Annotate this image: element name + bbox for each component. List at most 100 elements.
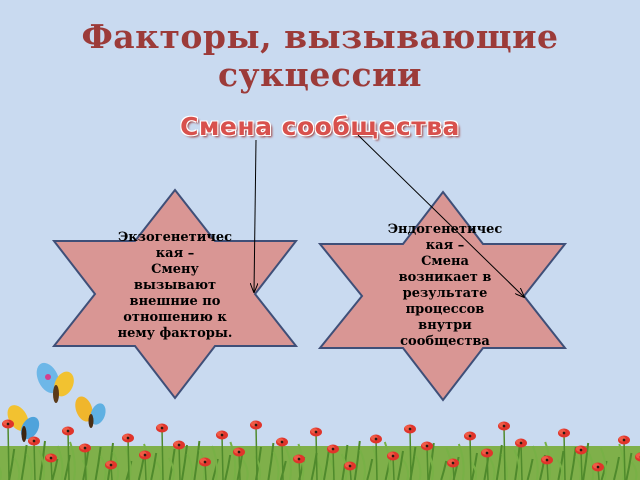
title-line-1: Факторы, вызывающие — [81, 17, 559, 56]
left-star-line: отношению к — [123, 310, 227, 325]
left-star-line: внешние по — [129, 294, 221, 309]
poppy-flower — [558, 428, 570, 480]
grass-blade — [51, 458, 59, 480]
poppy-flower — [105, 460, 117, 480]
right-star-line: сообщества — [400, 334, 490, 349]
right-star-line: результате — [402, 286, 488, 301]
grass-blade — [501, 453, 508, 480]
grass-blade — [427, 451, 434, 480]
poppy-flower — [173, 440, 185, 480]
grass-blade — [470, 461, 478, 480]
grass-blade — [241, 459, 249, 480]
grass-blade — [99, 455, 107, 480]
poppy-flower — [2, 419, 14, 480]
grass-blade — [402, 459, 410, 480]
grass-blade — [69, 441, 76, 480]
grass-blade — [495, 444, 503, 480]
poppy-flower — [28, 436, 40, 480]
grass-blade — [366, 458, 374, 480]
grass-blade — [618, 443, 626, 480]
grass-blade — [0, 466, 2, 480]
poppy-flower — [250, 420, 262, 480]
poppy-flower — [199, 457, 211, 480]
grass-blade — [272, 451, 280, 480]
grass-blade — [186, 453, 194, 480]
grass-blade — [229, 441, 237, 480]
grass-blade — [181, 444, 188, 480]
poppy-flower — [327, 444, 339, 480]
grass-blade — [556, 459, 564, 480]
grass-blade — [513, 449, 521, 480]
right-star-line: возникает в — [398, 270, 492, 285]
grass-blade — [600, 460, 608, 480]
poppy-flower — [216, 430, 228, 480]
poppy-flower — [122, 433, 134, 480]
grass-blade — [167, 457, 175, 480]
arrow-to-left-star — [254, 139, 256, 292]
poppy-flower — [344, 461, 356, 480]
left-star-text: Экзогенетичес кая – Смену вызывают внешн… — [95, 230, 255, 342]
grass-blade — [383, 441, 391, 480]
grass-blade — [414, 455, 422, 480]
poppy-flower — [575, 445, 587, 480]
grass-blade — [143, 443, 150, 480]
grass-blade — [13, 457, 21, 480]
poppy-flower — [618, 435, 630, 480]
poppy-flower — [447, 458, 459, 480]
poppy-flower — [310, 427, 322, 480]
left-star-line: вызывают — [133, 278, 217, 293]
grass-blade — [155, 461, 163, 480]
grass-blade — [353, 440, 361, 480]
poppy-flower — [62, 426, 74, 480]
right-star-line: Эндогенетичес — [387, 222, 503, 237]
left-star-line: Экзогенетичес — [117, 230, 233, 245]
poppy-flower — [498, 421, 510, 480]
grass-blade — [211, 458, 219, 480]
grass-blade — [112, 451, 120, 480]
poppy-flower — [79, 443, 91, 480]
butterfly-icon — [75, 396, 106, 428]
grass-blade — [531, 445, 539, 480]
poppy-flower — [404, 424, 416, 480]
title-line-2: сукцессии — [217, 55, 423, 94]
poppy-flower — [233, 447, 245, 480]
poppy-flower — [635, 452, 640, 462]
grass-blade — [575, 455, 582, 480]
left-star-shape — [51, 188, 299, 400]
grass-blade — [440, 460, 448, 480]
right-star-line: кая – — [425, 238, 465, 253]
grass-blade — [457, 443, 465, 480]
butterfly-icon — [36, 362, 74, 403]
grass-blade — [630, 461, 638, 480]
poppy-flower — [276, 437, 288, 480]
grass-blade — [315, 461, 323, 480]
poppy-flower — [481, 448, 493, 480]
grass-blade — [582, 442, 590, 480]
poppy-flower — [541, 455, 553, 480]
right-star-line: процессов — [405, 302, 485, 317]
left-star-line: кая – — [155, 246, 195, 261]
grass-blade — [488, 457, 496, 480]
grass-blade — [38, 449, 46, 480]
left-star-line: Смену — [151, 262, 199, 277]
grass-blade — [94, 446, 102, 480]
poppy-field-decoration — [0, 419, 640, 480]
right-star-line: Смена — [421, 254, 469, 269]
grass-blade — [211, 445, 218, 480]
poppy-flower — [139, 450, 151, 480]
grass-blade — [285, 447, 292, 480]
poppy-flower — [592, 462, 604, 480]
poppy-flower — [421, 441, 433, 480]
grass-blade — [81, 459, 89, 480]
poppy-flower — [464, 431, 476, 480]
grass-blade — [20, 444, 28, 480]
poppy-flower — [387, 451, 399, 480]
arrow-to-right-star — [357, 134, 524, 297]
grass-blade — [599, 447, 607, 480]
right-star-line: внутри — [418, 318, 472, 333]
grass-blade — [224, 454, 232, 480]
left-star-line: нему факторы. — [117, 326, 233, 341]
slide-subtitle: Смена сообщества — [180, 112, 460, 141]
poppy-flower — [370, 434, 382, 480]
